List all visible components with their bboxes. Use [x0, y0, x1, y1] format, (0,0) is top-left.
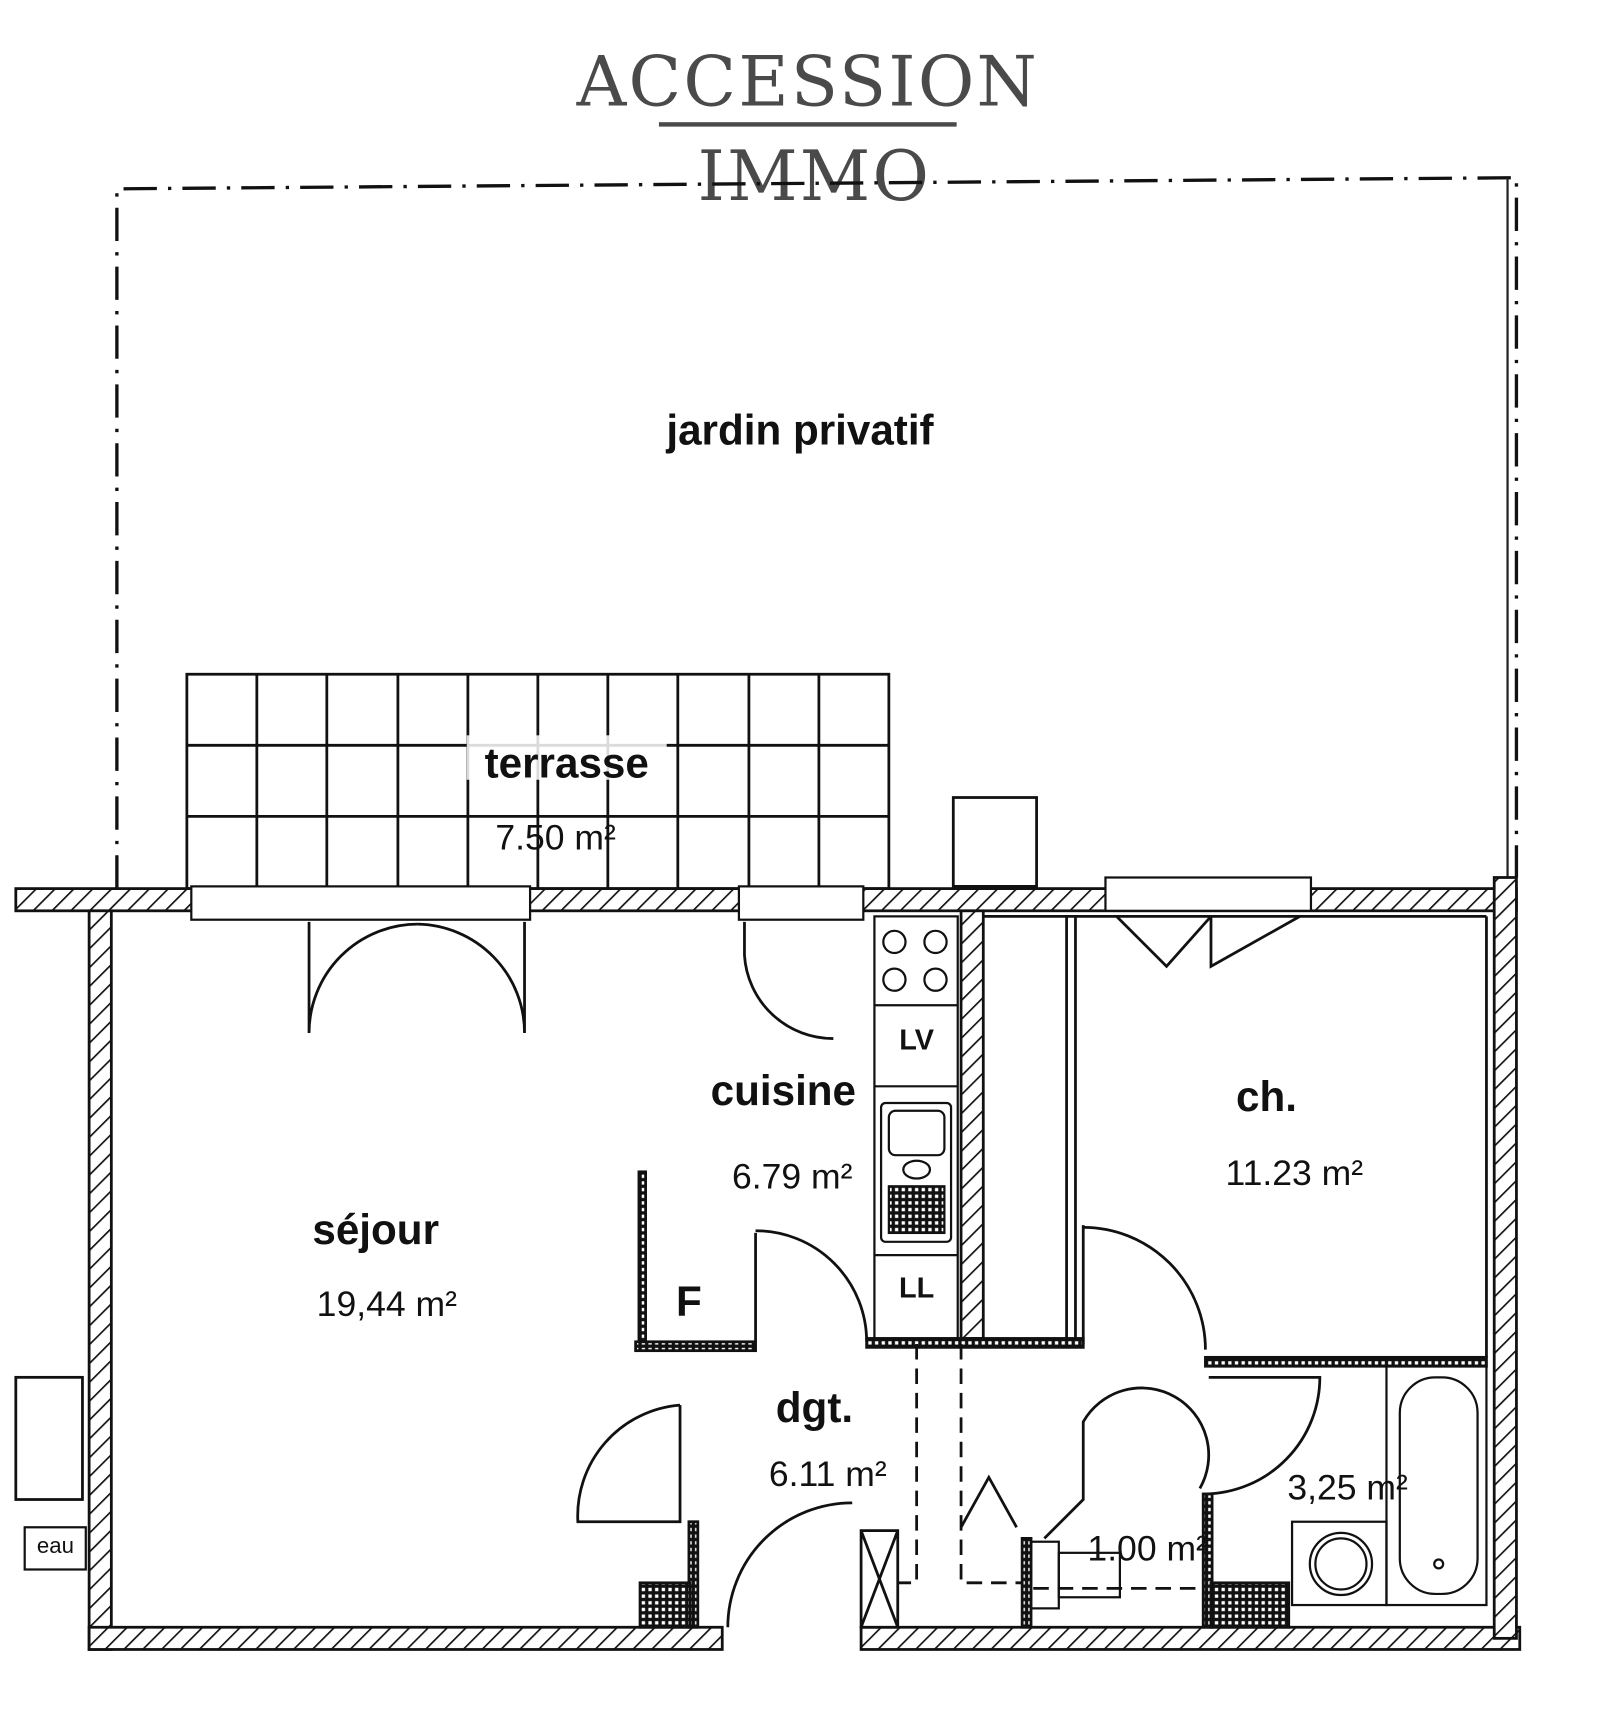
room-area-sejour: 19,44 m² [317, 1284, 457, 1324]
room-area-terrasse: 7.50 m² [495, 818, 616, 858]
cooktop-icon [882, 929, 948, 992]
logo-divider [658, 122, 957, 127]
room-label-chambre: ch. [1236, 1073, 1297, 1120]
room-area-wc: 1.00 m² [1087, 1529, 1208, 1569]
room-label-dgt: dgt. [776, 1384, 853, 1431]
room-area-cuisine: 6.79 m² [732, 1157, 853, 1197]
room-label-cuisine: cuisine [711, 1067, 856, 1114]
room-label-jardin: jardin privatif [665, 406, 934, 453]
bathtub-icon [1398, 1376, 1479, 1596]
room-area-dgt: 6.11 m² [769, 1454, 887, 1494]
fixture-label-ll: LL [899, 1272, 934, 1304]
water-meter: eau [23, 1526, 87, 1571]
kitchen-fixtures [873, 915, 959, 1340]
windows [190, 876, 1313, 921]
terrace-grid [185, 672, 891, 890]
fixture-label-f: F [676, 1278, 702, 1325]
fixture-label-eau: eau [37, 1533, 74, 1558]
exterior-box [951, 796, 1038, 888]
exterior-walls [14, 876, 1522, 1651]
room-label-sejour: séjour [312, 1206, 439, 1253]
logo: ACCESSION IMMO [576, 43, 1039, 217]
fixture-label-lv: LV [899, 1025, 934, 1057]
garden-boundary [115, 176, 1519, 889]
bathroom-fixtures [1029, 1365, 1488, 1610]
room-label-terrasse: terrasse [485, 740, 649, 787]
sink-icon [879, 1101, 953, 1243]
logo-line1: ACCESSION [576, 43, 1039, 123]
interior-walls [634, 914, 1488, 1629]
room-area-chambre: 11.23 m² [1225, 1153, 1363, 1193]
room-area-bathroom: 3,25 m² [1287, 1468, 1408, 1508]
doors [307, 915, 1322, 1628]
dashed-lines [897, 1344, 1204, 1590]
washbasin-icon [1290, 1520, 1388, 1607]
logo-line2: IMMO [698, 137, 932, 217]
